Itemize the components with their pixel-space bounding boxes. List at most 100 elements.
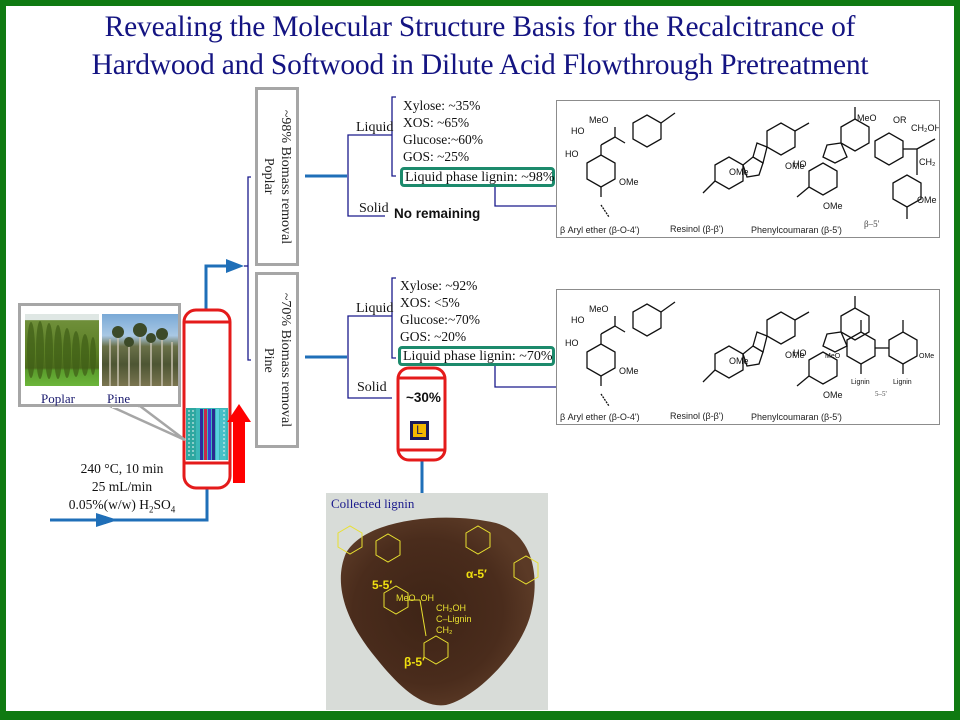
pine-liquid-bracket (391, 277, 396, 359)
title-line-1: Revealing the Molecular Structure Basis … (104, 11, 856, 43)
collected-lignin-photo: Collected lignin 5-5′ α-5′ β-5′ MeO OH C… (326, 493, 548, 710)
caption-beta-5: β–5' (864, 219, 880, 229)
title-line-2: Hardwood and Softwood in Dilute Acid Flo… (91, 49, 869, 81)
svg-text:MeO: MeO (589, 304, 609, 314)
beta-5-structure-labels: MeO OH (396, 593, 435, 603)
poplar-xos: XOS: ~65% (403, 115, 470, 130)
caption-resinol: Resinol (β-β') (670, 411, 724, 421)
5-5-structure-icon (846, 320, 918, 374)
pine-trees-photo (102, 314, 178, 386)
svg-text:OMe: OMe (919, 353, 934, 360)
svg-text:HO: HO (571, 126, 585, 136)
caption-beta-aryl-ether: β Aryl ether (β-O-4') (560, 225, 640, 235)
svg-text:OMe: OMe (785, 161, 805, 171)
poplar-liquid-products: Xylose: ~35% XOS: ~65% Glucose:~60% GOS:… (403, 97, 483, 165)
pine-removal: ~70% Biomass removal (278, 292, 293, 428)
svg-text:HO: HO (565, 149, 579, 159)
poplar-liquid-solid-bracket (347, 134, 385, 217)
svg-text:OMe: OMe (785, 350, 805, 360)
linkage-5-5-label: 5-5′ (372, 578, 393, 592)
poplar-lignin-structures-panel: HO MeO HO OMe OMe OMe HO OMe MeO OR CH₂ O… (556, 100, 941, 238)
svg-text:OMe: OMe (729, 356, 749, 366)
poplar-lignin-highlight: Liquid phase lignin: ~98% (400, 167, 555, 187)
pine-solid-label: Solid (357, 380, 387, 395)
poplar-structure-drawings: HO MeO HO OMe OMe OMe HO OMe MeO OR CH₂ O… (565, 107, 941, 219)
pine-liquid-products: Xylose: ~92% XOS: <5% Glucose:~70% GOS: … (400, 277, 480, 345)
pine-photo-label: Pine (107, 391, 131, 406)
svg-text:OMe: OMe (729, 167, 749, 177)
caption-beta-aryl-ether: β Aryl ether (β-O-4') (560, 412, 640, 422)
upflow-arrow-icon (227, 404, 251, 483)
pine-liquid-solid-bracket (347, 315, 392, 399)
pine-lignin-highlight: Liquid phase lignin: ~70% (398, 346, 555, 366)
reaction-conditions: 240 °C, 10 min 25 mL/min 0.05%(w/w) H2SO… (52, 460, 192, 519)
flowthrough-reactor (182, 308, 232, 490)
pine-box: ~70% Biomass removal Pine (255, 272, 299, 448)
poplar-lignin-connector (494, 185, 556, 207)
caption-phenylcoumaran: Phenylcoumaran (β-5') (751, 225, 842, 235)
poplar-xylose: Xylose: ~35% (403, 98, 481, 113)
pine-gos: GOS: ~20% (400, 329, 467, 344)
split-bracket (247, 176, 251, 361)
outlet-arrow-icon (226, 259, 244, 273)
biomass-bed-icon (186, 408, 228, 460)
lignin-powder-image (337, 517, 539, 706)
condition-flow-rate: 25 mL/min (91, 479, 153, 494)
svg-text:OMe: OMe (823, 390, 843, 400)
pine-xylose: Xylose: ~92% (400, 278, 478, 293)
poplar-liquid-bracket (391, 96, 396, 177)
resinol-structure-icon (702, 122, 810, 194)
svg-text:OMe: OMe (917, 195, 937, 205)
outlet-pipe (204, 264, 230, 310)
svg-text:Lignin: Lignin (893, 379, 912, 386)
photo-callout-pointer (109, 404, 186, 442)
poplar-solid-result: No remaining (394, 206, 481, 221)
linkage-beta-5-label: β-5′ (404, 655, 425, 669)
slide-title: Revealing the Molecular Structure Basis … (0, 8, 960, 84)
pine-name: Pine (261, 347, 276, 373)
svg-text:Lignin: Lignin (851, 379, 870, 386)
residue-canister (396, 366, 447, 462)
svg-text:OMe: OMe (619, 366, 639, 376)
poplar-name: Poplar (261, 158, 276, 195)
svg-text:MeO: MeO (857, 113, 877, 123)
linkage-alpha-5-label: α-5′ (466, 567, 487, 581)
residue-lignin-badge-icon: L (410, 421, 429, 440)
svg-text:HO: HO (793, 159, 807, 169)
poplar-trees-photo (25, 314, 99, 386)
pine-liquid-label: Liquid (356, 301, 394, 316)
caption-phenylcoumaran: Phenylcoumaran (β-5') (751, 412, 842, 422)
phenylcoumaran-structure-icon (796, 296, 870, 387)
pine-solid-result: ~30% (406, 390, 441, 405)
beta-aryl-ether-structure-icon (586, 301, 676, 407)
poplar-glucose: Glucose:~60% (403, 132, 484, 147)
poplar-liquid-label: Liquid (356, 120, 394, 135)
condition-acid: 0.05%(w/w) H2SO4 (68, 497, 176, 515)
svg-text:OMe: OMe (619, 177, 639, 187)
poplar-box: ~98% Biomass removal Poplar (255, 87, 299, 266)
svg-text:MeO: MeO (589, 115, 609, 125)
pine-lignin-connector (494, 366, 556, 388)
beta-aryl-ether-structure-icon (586, 112, 676, 218)
poplar-solid-label: Solid (359, 201, 389, 216)
svg-text:OR: OR (893, 115, 907, 125)
resinol-structure-icon (702, 311, 810, 383)
poplar-removal: ~98% Biomass removal (278, 109, 293, 244)
pine-structure-drawings: HO MeO HO OMe OMe OMe HO OMe MeO OMe Lig… (565, 296, 934, 407)
svg-text:HO: HO (565, 338, 579, 348)
caption-resinol: Resinol (β-β') (670, 224, 724, 234)
svg-text:MeO: MeO (825, 353, 841, 360)
beta-5-structure-icon (874, 132, 936, 219)
svg-text:OMe: OMe (823, 201, 843, 211)
condition-temperature-time: 240 °C, 10 min (80, 461, 164, 476)
svg-text:HO: HO (793, 348, 807, 358)
phenylcoumaran-structure-icon (796, 107, 870, 198)
feedstock-photo-card: Poplar Pine (18, 303, 181, 407)
poplar-photo-label: Poplar (41, 391, 75, 406)
pine-lignin-structures-panel: HO MeO HO OMe OMe OMe HO OMe MeO OMe Lig… (556, 289, 940, 425)
svg-text:CH₂: CH₂ (919, 157, 936, 167)
pine-xos: XOS: <5% (400, 295, 460, 310)
pine-glucose: Glucose:~70% (400, 312, 481, 327)
